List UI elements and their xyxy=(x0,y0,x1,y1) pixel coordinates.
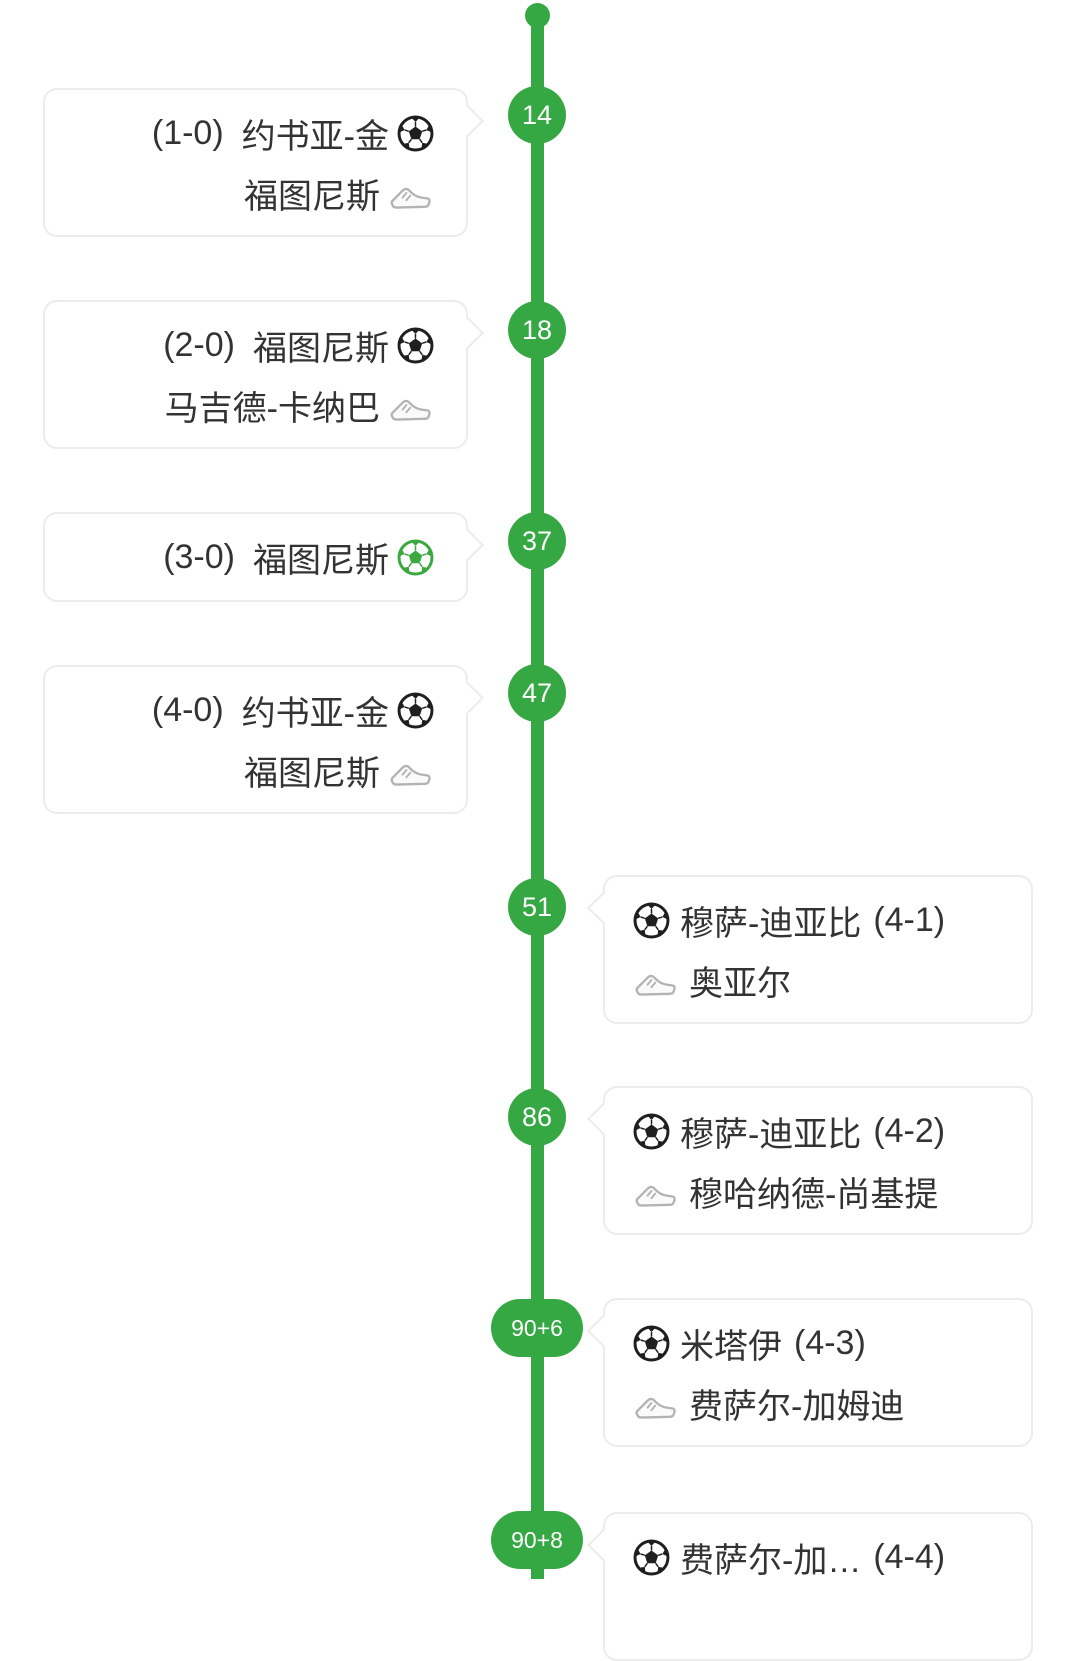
assist-shoe-icon xyxy=(388,173,434,213)
goal-event-card[interactable]: 穆萨-迪亚比 (4-1) 奥亚尔 xyxy=(587,875,1033,1024)
minute-badge: 37 xyxy=(508,512,566,570)
soccer-ball-icon xyxy=(397,327,434,364)
goal-event-card[interactable]: 费萨尔-加… (4-4) xyxy=(587,1512,1033,1661)
goal-row: 穆萨-迪亚比 (4-2) xyxy=(605,1108,1031,1154)
assist-name: 福图尼斯 xyxy=(244,177,380,216)
score-text: (1-0) xyxy=(151,113,224,152)
minute-text: 51 xyxy=(521,891,553,922)
minute-text: 47 xyxy=(521,677,553,708)
assist-name: 奥亚尔 xyxy=(689,964,791,1003)
minute-badge: 90+8 xyxy=(491,1511,583,1569)
score-text: (4-3) xyxy=(794,1323,866,1362)
scorer-name: 福图尼斯 xyxy=(253,329,389,368)
soccer-ball-icon xyxy=(397,692,434,729)
assist-row: 奥亚尔 xyxy=(605,957,1031,1003)
soccer-ball-icon xyxy=(633,1539,670,1576)
minute-text: 37 xyxy=(521,525,553,556)
scorer-name: 费萨尔-加… xyxy=(680,1541,862,1580)
scorer-name: 米塔伊 xyxy=(680,1327,782,1366)
goal-event-card[interactable]: (3-0) 福图尼斯 xyxy=(43,512,484,602)
goal-event-card[interactable]: (2-0) 福图尼斯 马吉德-卡纳巴 xyxy=(43,300,484,449)
scorer-name: 福图尼斯 xyxy=(253,541,389,580)
soccer-ball-icon xyxy=(633,1325,670,1362)
assist-name: 费萨尔-加姆迪 xyxy=(689,1387,905,1426)
assist-row: 马吉德-卡纳巴 xyxy=(45,382,466,428)
goal-row: (2-0) 福图尼斯 xyxy=(45,322,466,368)
score-text: (4-4) xyxy=(873,1537,946,1576)
goal-event-card[interactable]: 米塔伊 (4-3) 费萨尔-加姆迪 xyxy=(587,1298,1033,1447)
score-text: (4-0) xyxy=(151,690,224,729)
assist-shoe-icon xyxy=(633,1171,679,1211)
score-text: (2-0) xyxy=(163,325,235,364)
minute-text: 90+6 xyxy=(511,1314,563,1341)
goal-event-card[interactable]: (4-0) 约书亚-金 福图尼斯 xyxy=(43,665,484,814)
goal-row: (3-0) 福图尼斯 xyxy=(45,534,466,580)
minute-badge: 51 xyxy=(508,878,566,936)
score-text: (3-0) xyxy=(163,537,235,576)
goal-row: 米塔伊 (4-3) xyxy=(605,1320,1031,1366)
assist-shoe-icon xyxy=(633,1383,679,1423)
assist-row: 福图尼斯 xyxy=(45,170,466,216)
goal-row: 费萨尔-加… (4-4) xyxy=(605,1534,1031,1580)
timeline-start-dot xyxy=(525,3,550,28)
assist-row: 穆哈纳德-尚基提 xyxy=(605,1168,1031,1214)
assist-name: 马吉德-卡纳巴 xyxy=(164,389,380,428)
score-text: (4-2) xyxy=(873,1111,946,1150)
minute-text: 90+8 xyxy=(511,1526,563,1553)
assist-name: 福图尼斯 xyxy=(244,754,380,793)
goal-event-card[interactable]: (1-0) 约书亚-金 福图尼斯 xyxy=(43,88,484,237)
assist-name: 穆哈纳德-尚基提 xyxy=(689,1175,939,1214)
soccer-ball-icon xyxy=(397,115,434,152)
assist-row: 福图尼斯 xyxy=(45,747,466,793)
goal-row: 穆萨-迪亚比 (4-1) xyxy=(605,897,1031,943)
soccer-ball-green-icon xyxy=(397,539,434,576)
minute-badge: 18 xyxy=(508,301,566,359)
minute-badge: 86 xyxy=(508,1088,566,1146)
assist-shoe-icon xyxy=(388,750,434,790)
scorer-name: 约书亚-金 xyxy=(241,694,389,733)
minute-badge: 90+6 xyxy=(491,1299,583,1357)
soccer-ball-icon xyxy=(633,902,670,939)
assist-shoe-icon xyxy=(633,960,679,1000)
minute-badge: 14 xyxy=(508,86,566,144)
goal-row: (1-0) 约书亚-金 xyxy=(45,110,466,156)
scorer-name: 穆萨-迪亚比 xyxy=(680,1115,862,1154)
minute-text: 18 xyxy=(521,314,553,345)
scorer-name: 穆萨-迪亚比 xyxy=(680,904,862,943)
assist-shoe-icon xyxy=(388,385,434,425)
scorer-name: 约书亚-金 xyxy=(241,117,389,156)
assist-row: 费萨尔-加姆迪 xyxy=(605,1380,1031,1426)
soccer-ball-icon xyxy=(633,1113,670,1150)
score-text: (4-1) xyxy=(873,900,946,939)
goal-event-card[interactable]: 穆萨-迪亚比 (4-2) 穆哈纳德-尚基提 xyxy=(587,1086,1033,1235)
minute-badge: 47 xyxy=(508,664,566,722)
goal-row: (4-0) 约书亚-金 xyxy=(45,687,466,733)
timeline-line xyxy=(531,14,544,1579)
minute-text: 14 xyxy=(521,99,553,130)
minute-text: 86 xyxy=(521,1101,553,1132)
